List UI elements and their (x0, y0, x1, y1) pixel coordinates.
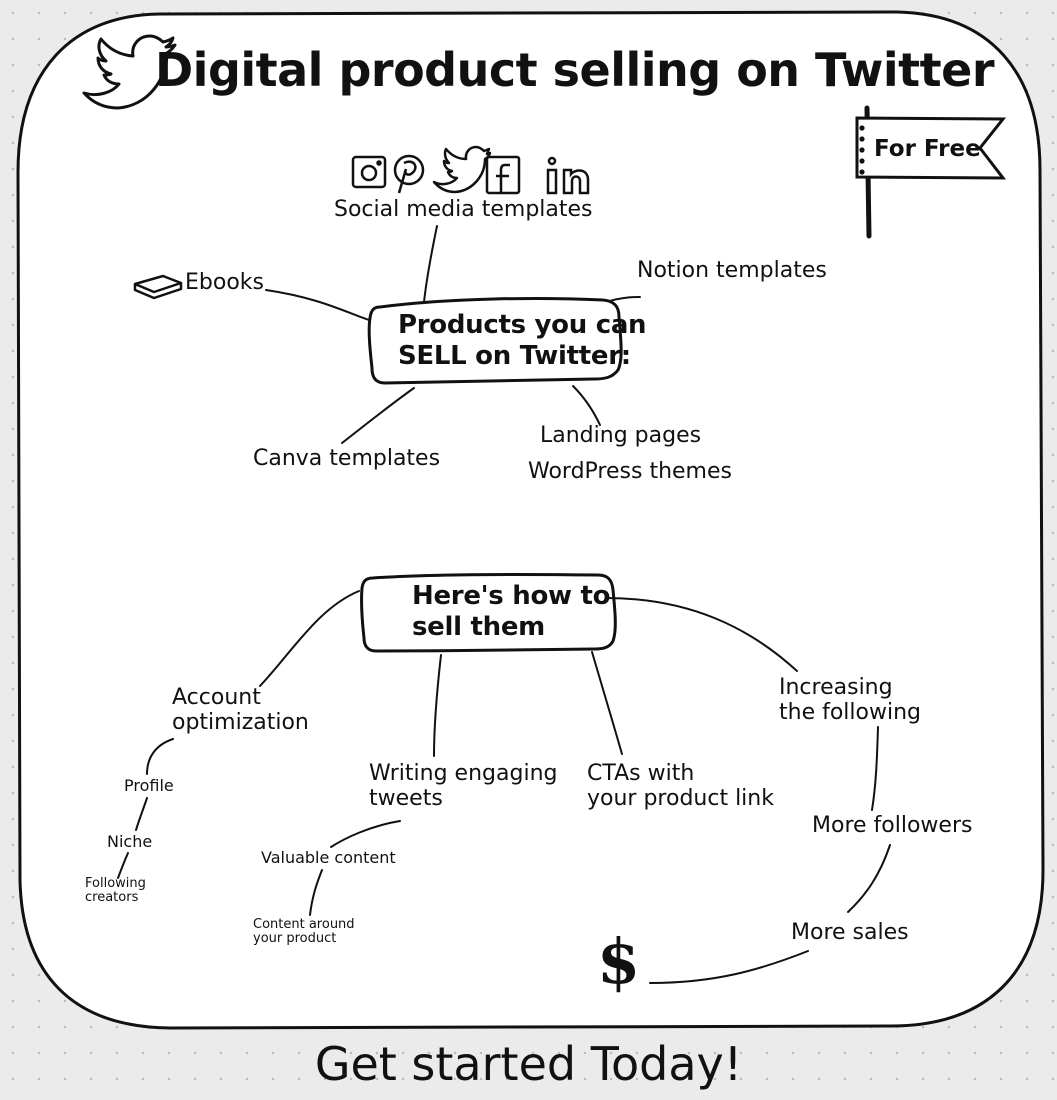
page-title: Digital product selling on Twitter (155, 43, 995, 97)
dollar-sign: $ (597, 925, 641, 998)
account-optimization-line-1: Account (172, 685, 261, 710)
writing-engaging-tweets-label: Writing engaging tweets (369, 761, 557, 812)
line-more-sales (847, 844, 891, 913)
content-around-line-2: your product (253, 931, 337, 947)
more-sales-label: More sales (791, 920, 909, 945)
following-creators-line-2: creators (85, 890, 139, 906)
line-ctas (591, 651, 623, 755)
products-hub-box (367, 296, 623, 385)
more-followers-label: More followers (812, 813, 973, 838)
free-flag (855, 105, 1007, 239)
twitter-icon (432, 145, 492, 194)
valuable-content-label: Valuable content (261, 848, 396, 867)
account-optimization-line-2: optimization (172, 710, 309, 736)
line-writing (433, 654, 442, 757)
line-more-followers (871, 726, 879, 811)
call-to-action: Get started Today! (314, 1037, 743, 1091)
account-optimization-label: Account optimization (172, 685, 309, 736)
line-account (259, 590, 360, 687)
social-media-templates-label: Social media templates (334, 197, 593, 222)
instagram-icon (351, 155, 387, 189)
howto-hub-box (360, 572, 617, 653)
main-card (16, 10, 1045, 1030)
following-creators-label: Following creators (85, 876, 146, 906)
wordpress-themes-label: WordPress themes (528, 459, 732, 484)
canva-templates-label: Canva templates (253, 446, 441, 471)
howto-hub-title: Here's how to sell them (412, 581, 610, 642)
following-creators-line-1: Following (85, 876, 146, 891)
line-landing (572, 385, 601, 426)
niche-label: Niche (107, 832, 153, 851)
line-niche (135, 797, 148, 831)
line-increasing (605, 597, 798, 672)
flag-label: For Free (874, 136, 981, 162)
products-hub-title: Products you can SELL on Twitter: (398, 310, 647, 371)
line-content-around (309, 869, 323, 916)
line-valuable (330, 820, 401, 848)
landing-pages-label: Landing pages (540, 423, 702, 448)
notion-templates-label: Notion templates (637, 258, 827, 283)
twitter-bird-icon (82, 34, 177, 110)
profile-label: Profile (124, 776, 174, 795)
line-ebooks (265, 289, 370, 321)
increasing-line-1: Increasing (779, 675, 893, 700)
products-hub-line-2: SELL on Twitter: (398, 340, 631, 371)
pinterest-icon (393, 154, 425, 194)
writing-tweets-line-1: Writing engaging (369, 761, 558, 786)
howto-hub-line-1: Here's how to (412, 581, 611, 611)
ctas-label: CTAs with your product link (587, 761, 774, 812)
products-hub-line-1: Products you can (398, 310, 647, 340)
linkedin-icon (546, 156, 590, 195)
content-around-line-1: Content around (253, 917, 355, 932)
increasing-line-2: the following (779, 700, 922, 726)
line-following (117, 852, 129, 879)
ctas-line-2: your product link (587, 786, 774, 812)
line-canva (341, 387, 415, 444)
howto-hub-line-2: sell them (412, 611, 545, 642)
writing-tweets-line-2: tweets (369, 786, 443, 812)
book-icon (133, 274, 183, 300)
content-around-product-label: Content around your product (253, 917, 355, 947)
line-social (423, 225, 438, 303)
line-profile (146, 738, 174, 775)
increasing-following-label: Increasing the following (779, 675, 921, 726)
line-notion (609, 296, 641, 302)
facebook-icon (485, 155, 521, 195)
line-dollar (649, 950, 809, 984)
ebooks-label: Ebooks (185, 270, 264, 295)
ctas-line-1: CTAs with (587, 761, 695, 786)
